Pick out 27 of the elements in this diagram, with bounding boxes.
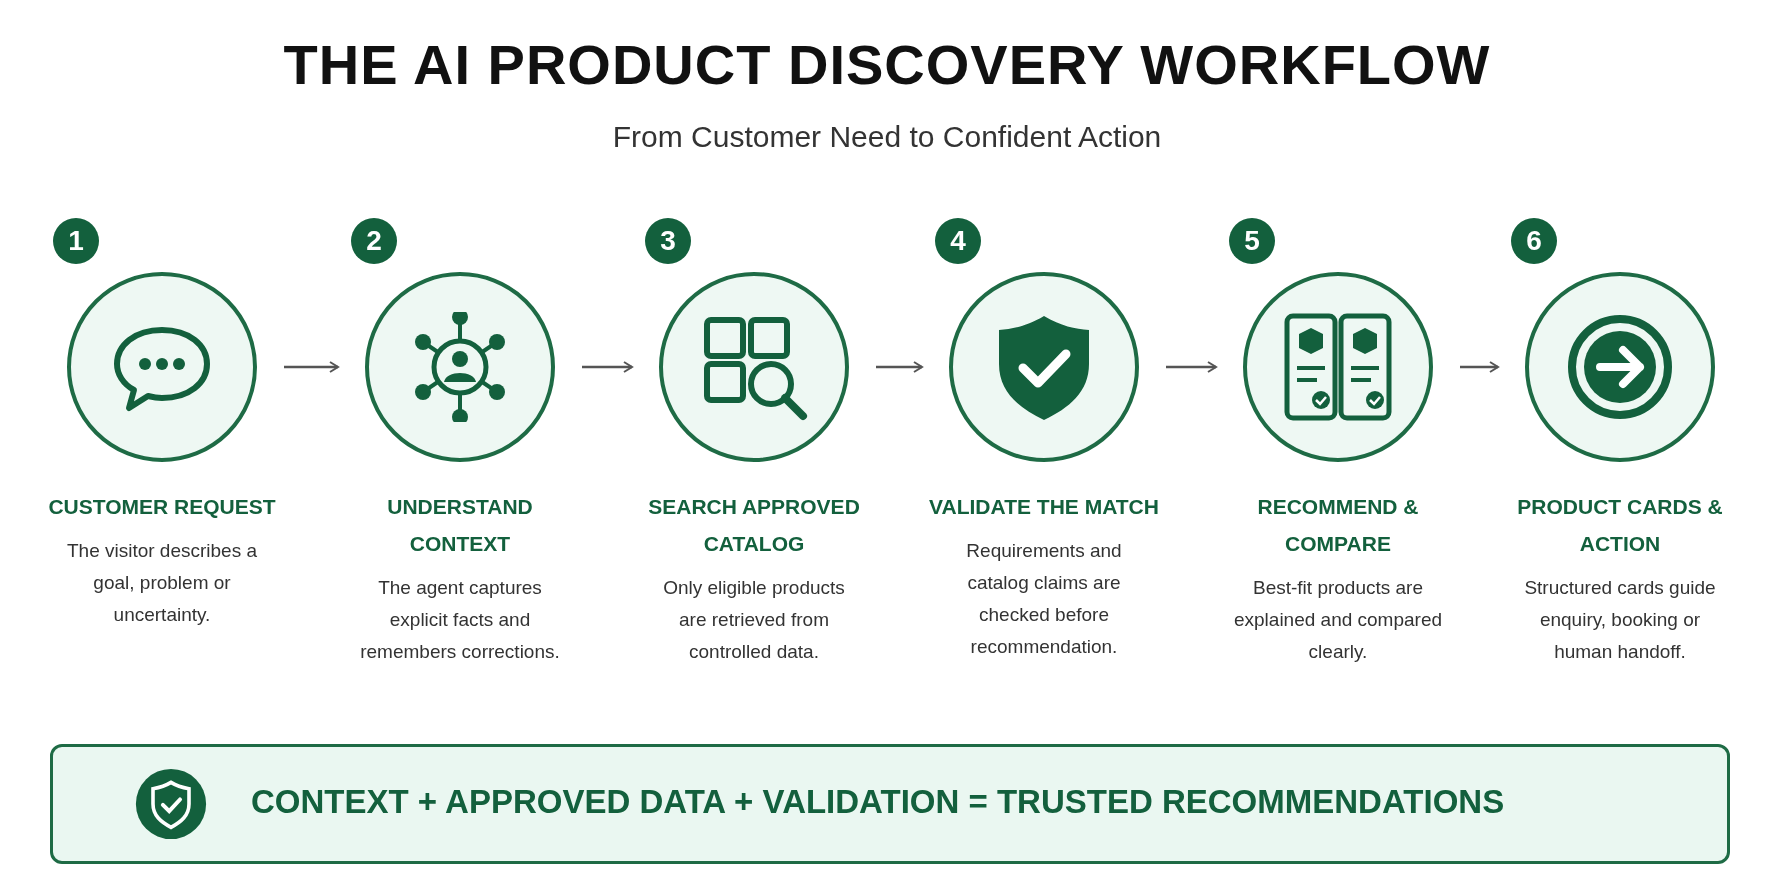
summary-banner: [50, 744, 1730, 864]
arrow: [582, 361, 633, 373]
arrow: [284, 361, 339, 373]
step-number: 3: [645, 218, 691, 264]
step-heading: SEARCH APPROVED CATALOG: [647, 494, 861, 557]
step-number: 4: [935, 218, 981, 264]
step-description: The visitor describes a goal, problem or uncertainty.: [65, 539, 259, 627]
step-description: Only eligible products are retrieved from controlled data.: [662, 576, 846, 664]
step-heading: RECOMMEND & COMPARE: [1256, 494, 1420, 557]
step-number: 1: [53, 218, 99, 264]
step-heading: VALIDATE THE MATCH: [928, 494, 1160, 520]
step-heading: UNDERSTAND CONTEXT: [386, 494, 534, 557]
arrow: [876, 361, 923, 373]
arrow: [1166, 361, 1217, 373]
title: THE AI PRODUCT DISCOVERY WORKFLOW: [282, 32, 1492, 97]
step-number: 5: [1229, 218, 1275, 264]
step-heading: PRODUCT CARDS & ACTION: [1516, 494, 1724, 557]
step-number: 2: [351, 218, 397, 264]
subtitle: From Customer Need to Confident Action: [611, 120, 1163, 154]
step-description: Requirements and catalog claims are checked before recommendation.: [965, 539, 1123, 659]
summary-text: CONTEXT + APPROVED DATA + VALIDATION = TRUSTED RECOMMENDATIONS: [251, 783, 1505, 821]
step-number: 6: [1511, 218, 1557, 264]
arrow: [1460, 361, 1499, 373]
step-description: Best-fit products are explained and compared clearly.: [1232, 576, 1444, 664]
step-heading: CUSTOMER REQUEST: [47, 494, 277, 520]
step-description: Structured cards guide enquiry, booking or human handoff.: [1523, 576, 1717, 664]
step-description: The agent captures explicit facts and remembers corrections.: [359, 576, 561, 664]
